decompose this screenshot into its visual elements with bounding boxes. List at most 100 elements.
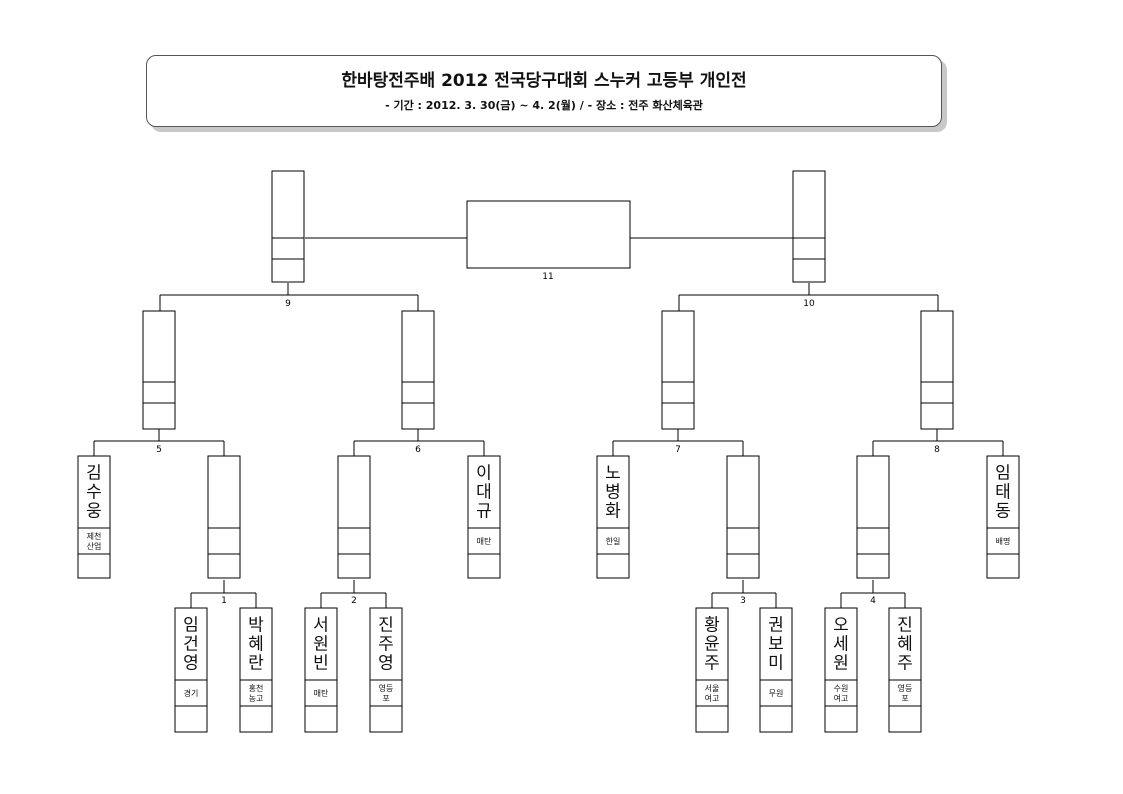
quarterfinal-box-2: [401, 310, 435, 430]
name-cell: [726, 455, 760, 529]
score-cell: [304, 705, 338, 733]
team-cell: [239, 679, 273, 707]
team-cell: [856, 527, 890, 555]
quarterfinal-box-1: [142, 310, 176, 430]
match1-winner-box: [207, 455, 241, 579]
player-team-label: 수원: [834, 684, 849, 693]
score-cell: [401, 402, 435, 430]
team-cell: [207, 527, 241, 555]
name-cell: [142, 310, 176, 383]
player-name-char: 영: [183, 654, 199, 674]
player-name-char: 주: [897, 654, 913, 674]
player-team-label: 포: [901, 694, 908, 703]
event-info: - 기간 : 2012. 3. 30(금) ~ 4. 2(월) / - 장소 :…: [385, 99, 703, 112]
player-name-char: 세: [833, 635, 849, 655]
name-cell: [467, 455, 501, 529]
player-name-char: 규: [476, 502, 492, 522]
name-cell: [401, 310, 435, 383]
team-cell: [726, 527, 760, 555]
match-number: 2: [351, 596, 357, 606]
score-cell: [174, 705, 208, 733]
player-team-label: 무원: [769, 689, 784, 698]
player-team-label: 여고: [705, 693, 720, 703]
name-cell: [920, 310, 954, 383]
player-name-char: 화: [605, 502, 621, 522]
score-cell: [759, 705, 793, 733]
player-team-label: 경기: [184, 688, 199, 698]
name-cell: [759, 607, 793, 681]
match2-winner-box: [337, 455, 371, 579]
name-cell: [304, 607, 338, 681]
score-cell: [467, 553, 501, 579]
player-name-char: 수: [86, 483, 102, 503]
score-cell: [369, 705, 403, 733]
player-team-label: 홍천: [249, 683, 264, 693]
player-team-label: 한일: [606, 537, 621, 546]
player-team-label: 산업: [87, 541, 102, 551]
team-cell: [174, 679, 208, 707]
name-cell: [661, 310, 695, 383]
team-cell: [759, 679, 793, 707]
player-name-char: 혜: [897, 635, 913, 655]
name-cell: [888, 607, 922, 681]
player-name-char: 혜: [248, 635, 264, 655]
match-number: 5: [156, 445, 162, 455]
name-cell: [792, 170, 826, 239]
team-cell: [467, 527, 501, 555]
team-cell: [142, 381, 176, 404]
match4-winner-box: [856, 455, 890, 579]
player-name-char: 주: [704, 654, 720, 674]
player-team-label: 여고: [834, 693, 849, 703]
score-cell: [207, 553, 241, 579]
score-cell: [888, 705, 922, 733]
player-team-label: 제천: [87, 531, 102, 541]
player-name-char: 윤: [704, 635, 720, 655]
score-cell: [824, 705, 858, 733]
team-cell: [401, 381, 435, 404]
player-name-char: 동: [995, 502, 1011, 522]
name-cell: [369, 607, 403, 681]
player-team-label: 포: [382, 694, 389, 703]
score-cell: [726, 553, 760, 579]
score-cell: [986, 553, 1020, 579]
player-name-char: 대: [476, 483, 492, 503]
name-cell: [174, 607, 208, 681]
player-name-char: 원: [833, 654, 849, 674]
score-cell: [792, 258, 826, 283]
name-cell: [239, 607, 273, 681]
name-cell: [207, 455, 241, 529]
player-name-char: 건: [183, 635, 199, 655]
score-cell: [695, 705, 729, 733]
team-cell: [792, 237, 826, 260]
player-team-label: 영등: [379, 683, 394, 693]
player-team-label: 서울: [705, 684, 720, 693]
name-cell: [856, 455, 890, 529]
quarterfinal-box-3: [661, 310, 695, 430]
score-cell: [920, 402, 954, 430]
team-cell: [271, 237, 305, 260]
match-number: 11: [542, 272, 553, 282]
player-team-label: 영등: [898, 683, 913, 693]
name-cell: [271, 170, 305, 239]
quarterfinal-box-4: [920, 310, 954, 430]
match-number: 6: [415, 445, 421, 455]
score-cell: [337, 553, 371, 579]
semifinal-box-left: [271, 170, 305, 283]
team-cell: [369, 679, 403, 707]
name-cell: [337, 455, 371, 529]
player-team-label: 매탄: [477, 536, 492, 546]
match-number: 10: [803, 299, 815, 309]
score-cell: [77, 553, 111, 579]
team-cell: [337, 527, 371, 555]
team-cell: [304, 679, 338, 707]
player-name-char: 란: [248, 654, 264, 674]
player-name-char: 임: [995, 464, 1011, 484]
